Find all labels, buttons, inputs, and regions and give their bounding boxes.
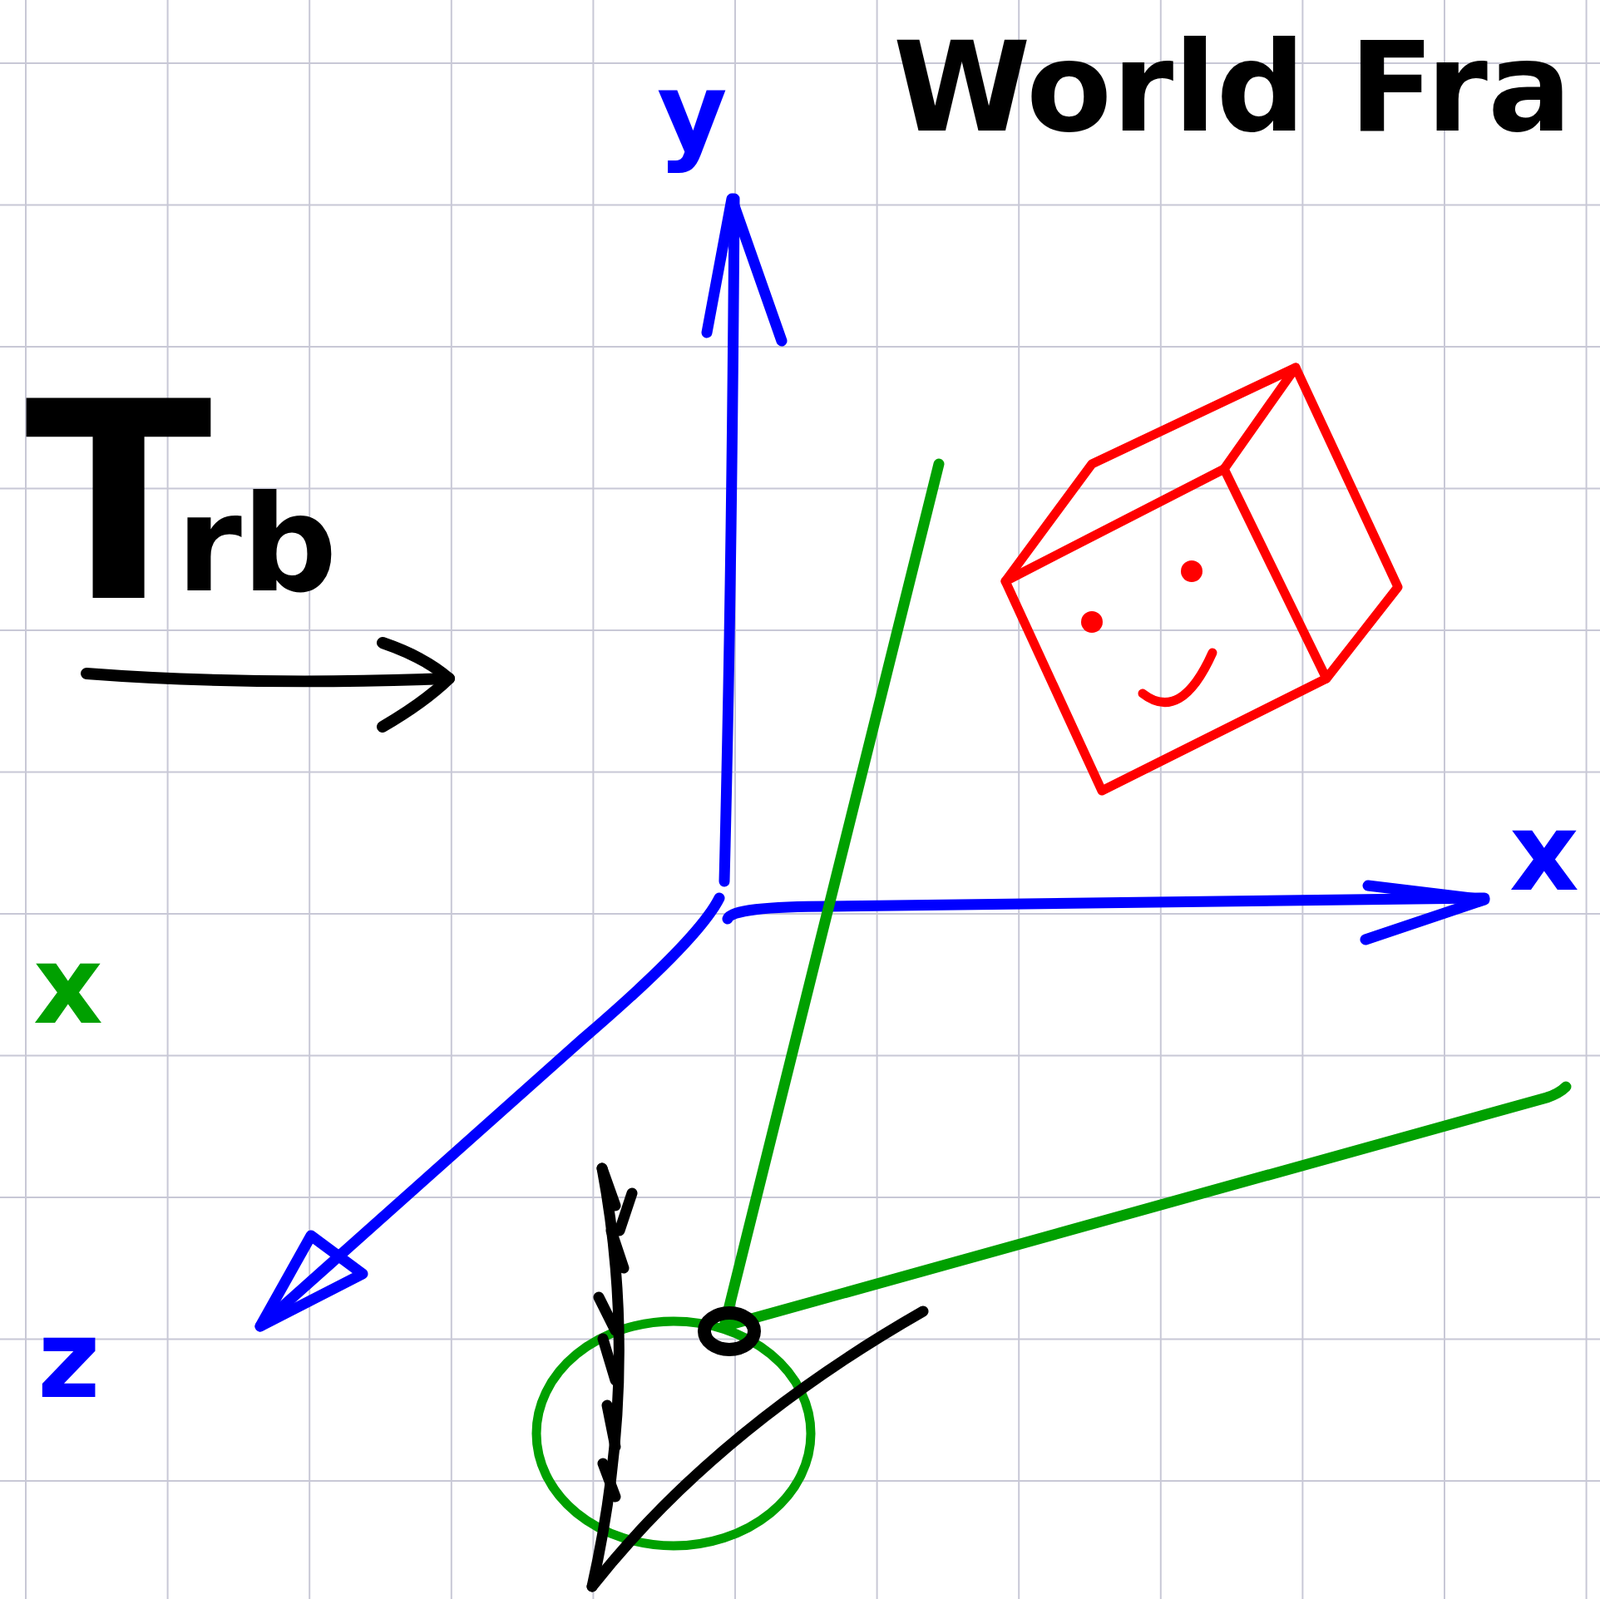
axis-label: y: [656, 58, 728, 167]
cube: [1005, 367, 1398, 791]
eye: [592, 1168, 924, 1587]
y-axis: [724, 198, 735, 882]
axis-label: x: [33, 931, 104, 1040]
z-arrowhead: [260, 1235, 363, 1327]
transform-arrow: [86, 642, 450, 727]
transform-subscript: rb: [176, 478, 337, 612]
axis-label: x: [1509, 798, 1580, 907]
z-axis: [260, 898, 720, 1327]
eye-circle: [536, 1321, 811, 1546]
y-arrowhead: [706, 198, 782, 341]
view-rays: [724, 464, 1566, 1327]
world-axes: [260, 198, 1485, 1327]
x-arrowhead: [1365, 885, 1485, 940]
axis-label: z: [37, 1305, 101, 1414]
frame-title: World Fra: [893, 24, 1572, 150]
cube-face-eyes: [1081, 560, 1203, 633]
x-axis: [727, 898, 1485, 919]
